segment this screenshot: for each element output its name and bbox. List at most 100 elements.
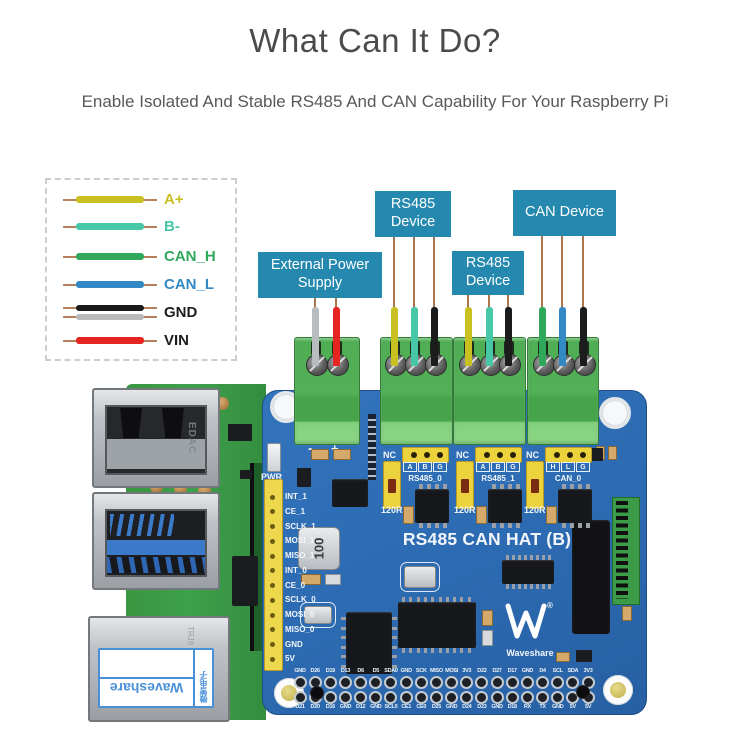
callout-lead-line — [467, 295, 469, 309]
header-pin — [270, 612, 275, 618]
jumper-pin — [484, 452, 490, 458]
ic-pin — [548, 584, 551, 589]
callout-lead-line — [541, 236, 543, 309]
ic-pin — [341, 626, 346, 630]
ethernet-sticker: 微雪电子 Waveshare — [98, 648, 214, 708]
smd-component — [476, 506, 487, 524]
smd-component — [301, 574, 321, 585]
yellow-wire — [390, 307, 398, 366]
termination-jumper-vertical — [456, 461, 474, 509]
gpio-pin-label: D16 — [325, 703, 336, 710]
jumper-pin — [554, 452, 560, 458]
ic-pin — [409, 597, 413, 602]
legend-label: A+ — [164, 191, 184, 208]
gpio-pin-label: GND — [400, 668, 412, 674]
ic-pin — [516, 484, 520, 489]
smd-component — [576, 650, 592, 662]
ic-pin — [542, 555, 545, 560]
jumper-cap — [576, 685, 590, 699]
gpio-pin-label: D20 — [310, 703, 321, 710]
gpio-hole — [429, 691, 443, 704]
legend-wire-swatch — [76, 314, 144, 320]
gpio-pin-label: TX — [539, 703, 546, 710]
usb3-springs — [110, 514, 174, 536]
sticker-cn-column — [193, 650, 212, 706]
ic-pin — [341, 645, 346, 649]
usb2-contact — [120, 408, 142, 438]
ic-pin — [506, 584, 509, 589]
callout-external-power-label: External Power Supply — [270, 257, 370, 291]
ic-pin — [416, 648, 420, 653]
legend-label: B- — [164, 218, 180, 235]
page-subtitle: Enable Isolated And Stable RS485 And CAN… — [81, 92, 669, 111]
gpio-pin-label: 5V — [584, 703, 592, 710]
teal-wire — [485, 307, 493, 366]
callout-lead-line — [488, 295, 490, 309]
gpio-hole — [323, 691, 337, 704]
header-pin — [270, 524, 275, 530]
ic-pin — [492, 484, 496, 489]
gpio-pin-label: D5 — [372, 668, 380, 674]
jumper-pin — [411, 452, 417, 458]
ic-pin — [548, 555, 551, 560]
ic-pin — [392, 626, 397, 630]
jumper-window — [388, 479, 396, 493]
ic-pin — [402, 648, 405, 653]
usb2-tongue — [107, 439, 205, 469]
ic-pin — [431, 597, 435, 602]
sticker-blank-box — [100, 650, 193, 679]
ic-pin — [512, 584, 515, 589]
ic-pin — [542, 584, 545, 589]
gpio-pin-label: 3V3 — [583, 668, 593, 674]
ic-pin — [586, 523, 590, 528]
gpio-hole — [460, 691, 474, 704]
legend-wire-swatch — [76, 337, 144, 344]
usb3-lower — [107, 557, 205, 573]
callout-lead-line — [413, 237, 415, 309]
page-title: What Can It Do? — [249, 22, 501, 59]
gpio-pin-label: SDA0 — [384, 668, 398, 674]
ic-pin — [438, 648, 442, 653]
gpio-pin-label: 3V3 — [462, 668, 472, 674]
gpio-pin-label: D4 — [539, 668, 546, 674]
ic-pin — [392, 655, 397, 658]
ic-pin — [438, 597, 442, 602]
legend-label: VIN — [164, 332, 190, 349]
smd-component — [240, 470, 252, 479]
pad-ladder — [368, 414, 376, 480]
channel-pin-label: G — [576, 462, 590, 472]
red-wire — [332, 307, 340, 366]
sticker-brand-text: Waveshare — [109, 680, 184, 696]
legend-label: CAN_H — [164, 248, 216, 265]
gpio-pin-label: D22 — [477, 668, 487, 674]
header-pin-label: CE_0 — [285, 580, 306, 590]
gpio-pin-label: MOSI — [445, 668, 459, 674]
ic-pin — [392, 664, 397, 668]
gpio-pin-label: CE1 — [401, 703, 412, 710]
termination-jumper-vertical — [383, 461, 401, 509]
gpio-pin-label: GND — [339, 703, 352, 710]
ic-pin — [492, 523, 496, 528]
gpio-hole — [490, 691, 504, 704]
ic-pin — [427, 523, 431, 528]
teal-wire — [410, 307, 418, 366]
callout-lead-line — [433, 237, 435, 309]
registered-mark: ® — [547, 601, 553, 610]
gpio-hole — [505, 676, 519, 689]
gpio-slot-pins — [616, 501, 628, 599]
header-pin-label: MOSI_1 — [285, 536, 315, 546]
gpio-pin-label: D26 — [310, 668, 321, 674]
gpio-hole — [536, 691, 550, 704]
smd-component — [556, 652, 570, 662]
gpio-hole — [475, 676, 489, 689]
gpio-pin-label: D21 — [295, 703, 305, 710]
gpio-pin-label: D24 — [462, 703, 472, 710]
channel-pin-label: A — [476, 462, 490, 472]
ic-pin — [427, 484, 431, 489]
gpio-pin-label: RX — [523, 703, 531, 710]
gpio-hole — [520, 676, 534, 689]
jumper-pin — [497, 452, 503, 458]
ic-pin — [445, 597, 449, 602]
channel-pin-label: L — [561, 462, 575, 472]
